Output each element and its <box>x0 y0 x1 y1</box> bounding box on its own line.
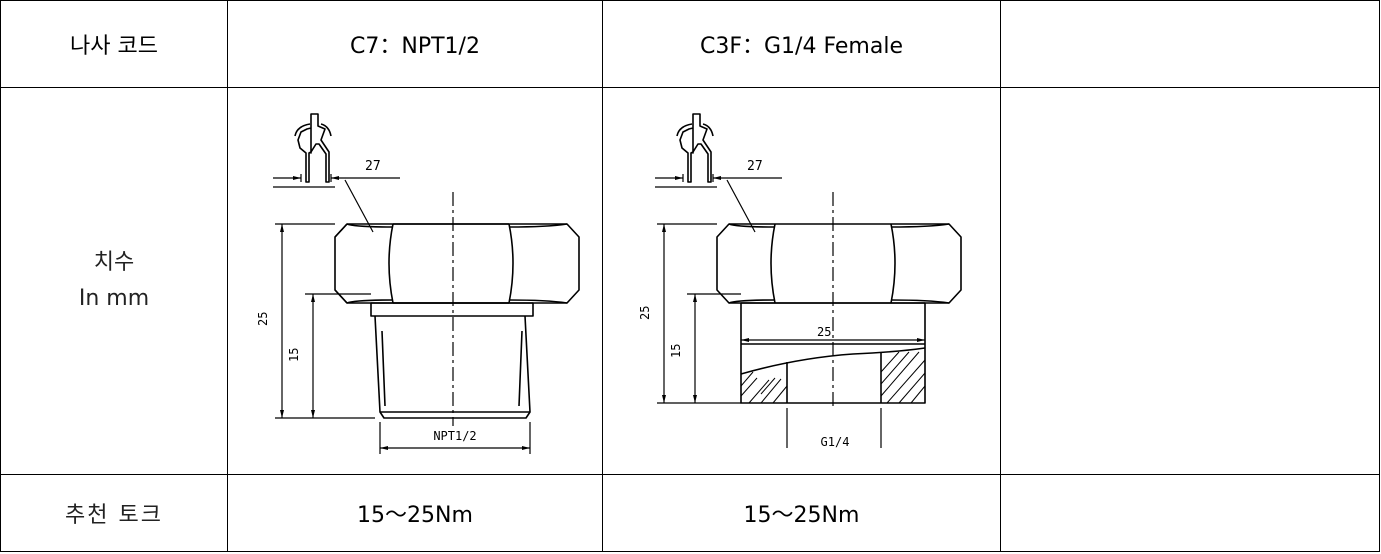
c3f-total-height: 25 <box>638 306 652 320</box>
c7-total-height: 25 <box>256 312 270 326</box>
wrench-icon <box>678 113 712 183</box>
hex-nut <box>334 223 580 304</box>
c3f-wrench-size: 27 <box>747 159 763 174</box>
c7-thread-height: 15 <box>287 348 301 362</box>
torque-empty <box>1000 474 1380 552</box>
threaded-body <box>370 302 534 317</box>
dimension-label-cell: 치수 In mm <box>0 87 228 475</box>
torque-label: 추천 토크 <box>0 474 228 552</box>
torque-c7: 15～25Nm <box>227 474 603 552</box>
c7-drawing: 27 25 15 NPT1/2 <box>256 113 580 454</box>
c3f-drawing-cell: 27 25 15 25 G1/4 <box>602 87 1001 475</box>
c7-thread-label: NPT1/2 <box>433 429 476 443</box>
thread-code-label: 나사 코드 <box>0 0 228 88</box>
dimension-empty-cell <box>1000 87 1380 475</box>
header-c7: C7：NPT1/2 <box>227 0 603 88</box>
dimension-unit: In mm <box>78 286 150 311</box>
torque-c3f: 15～25Nm <box>602 474 1001 552</box>
c7-drawing-cell: 27 25 15 NPT1/2 <box>227 87 603 475</box>
dimension-row: 치수 In mm <box>0 87 1380 475</box>
c3f-drawing: 27 25 15 25 G1/4 <box>638 113 962 449</box>
header-c3f: C3F：G1/4 Female <box>602 0 1001 88</box>
c3f-thread-height: 15 <box>669 344 683 358</box>
c3f-thread-label: G1/4 <box>820 435 849 449</box>
c7-wrench-size: 27 <box>365 159 381 174</box>
header-empty <box>1000 0 1380 88</box>
header-row: 나사 코드 C7：NPT1/2 C3F：G1/4 Female <box>0 0 1380 88</box>
c3f-bore-size: 25 <box>817 325 831 339</box>
torque-row: 추천 토크 15～25Nm 15～25Nm <box>0 474 1380 552</box>
wrench-icon <box>297 113 330 183</box>
dimension-label: 치수 <box>93 250 135 275</box>
hex-nut <box>715 223 962 304</box>
